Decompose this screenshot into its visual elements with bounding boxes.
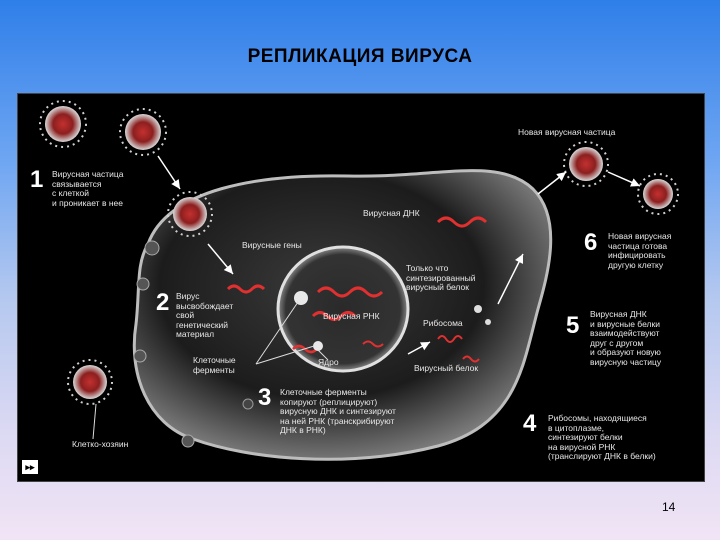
label-new-particle: Новая вирусная частица	[518, 127, 616, 137]
arrow	[537, 171, 567, 195]
page-number: 14	[662, 500, 676, 514]
pointer-line	[92, 403, 97, 440]
membrane-receptor	[144, 240, 160, 256]
pointer-line	[317, 349, 329, 361]
viral-dna-cytoplasm	[436, 216, 488, 228]
label-cell-enzymes: Клеточные ферменты	[193, 355, 236, 375]
arrow	[407, 341, 431, 355]
virus-particle-host	[67, 359, 113, 405]
step-2-number: 2	[156, 289, 170, 316]
viral-rna-strand	[362, 340, 384, 348]
step-4-text: Рибосомы, находящиеся в цитоплазме, синт…	[548, 413, 656, 461]
membrane-receptor	[136, 277, 150, 291]
label-viral-protein: Вирусный белок	[414, 363, 479, 373]
step-6-text: Новая вирусная частица готова инфицирова…	[608, 231, 672, 270]
label-nucleus: Ядро	[318, 357, 339, 367]
arrow	[207, 243, 234, 275]
arrow	[157, 155, 181, 190]
step-1-number: 1	[30, 166, 44, 193]
membrane-receptor	[181, 434, 195, 448]
slide-title: РЕПЛИКАЦИЯ ВИРУСА	[247, 46, 473, 67]
ribosome-dot	[474, 305, 482, 313]
ribosome-protein	[437, 335, 463, 343]
label-viral-rna: Вирусная РНК	[323, 311, 380, 321]
step-3-text: Клеточные ферменты копируют (реплицируют…	[280, 387, 396, 435]
viral-dna-strand	[311, 311, 357, 321]
virus-replication-diagram: 1 Вирусная частица связывается с клеткой…	[17, 93, 705, 482]
pointer-line	[255, 301, 299, 365]
new-virus-particle	[637, 173, 679, 215]
ribosome-dot	[485, 319, 491, 325]
step-5-text: Вирусная ДНК и вирусные белки взаимодейс…	[590, 309, 662, 367]
navigation-icon[interactable]: ▸▸	[22, 460, 38, 474]
diagram-artwork	[39, 100, 679, 461]
label-host-cell: Клетко-хозяин	[72, 439, 129, 449]
arrow	[607, 171, 641, 187]
virus-particle	[119, 108, 167, 156]
viral-genes-strand	[226, 284, 266, 294]
virus-particle	[39, 100, 87, 148]
membrane-receptor	[133, 349, 147, 363]
step-1-text: Вирусная частица связывается с клеткой и…	[52, 169, 124, 208]
label-new-protein: Только что синтезированный вирусный бело…	[406, 263, 476, 292]
step-3-number: 3	[258, 384, 272, 411]
label-ribosome: Рибосома	[423, 318, 463, 328]
label-viral-dna: Вирусная ДНК	[363, 208, 420, 218]
step-6-number: 6	[584, 229, 598, 256]
step-2-text: Вирус высвобождает свой генетический мат…	[176, 291, 234, 339]
virus-particle-binding	[167, 191, 213, 237]
viral-dna-strand	[316, 286, 384, 298]
cell-enzyme	[294, 291, 308, 305]
pointer-line	[255, 345, 315, 365]
step-4-number: 4	[523, 410, 537, 437]
step-5-number: 5	[566, 312, 580, 339]
arrow	[497, 253, 524, 305]
new-virus-particle	[563, 141, 609, 187]
viral-protein-strand	[462, 355, 480, 363]
nucleus-shape	[276, 245, 410, 373]
cell-enzyme	[313, 341, 323, 351]
label-viral-genes: Вирусные гены	[242, 240, 302, 250]
vesicle	[242, 398, 254, 410]
